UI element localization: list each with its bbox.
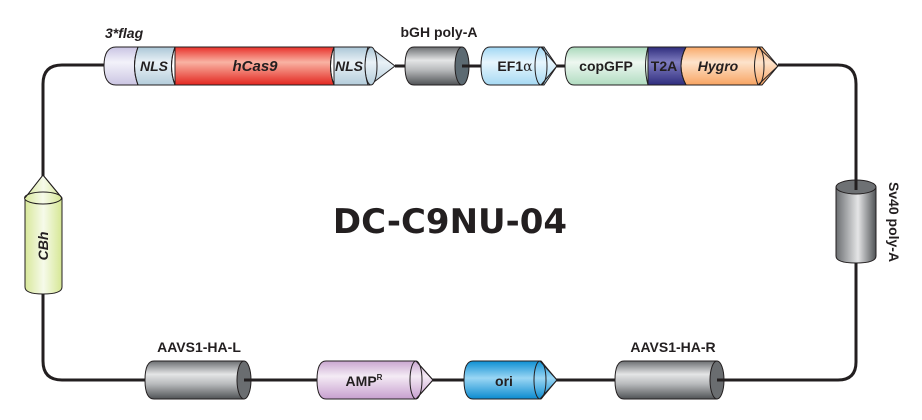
ori-body (463, 360, 558, 400)
plasmid-name: DC-C9NU-04 (333, 202, 567, 242)
aavs1-ha-l-element: AAVS1-HA-L (144, 339, 256, 400)
sv40-polya-element: Sv40 poly-A (835, 179, 902, 264)
cbh-element: CBh (24, 174, 63, 295)
hcas9-cassette: 3*flag NLS hCas9 NLS (103, 25, 396, 86)
hcas9-divider (330, 46, 335, 86)
ampr-body (316, 360, 434, 400)
ampr-arrow-tip (415, 360, 434, 400)
nls2-label: NLS (335, 58, 364, 74)
ori-arrow-tip (539, 360, 558, 400)
hygro-segment (679, 46, 759, 86)
plasmid-backbone (41, 63, 858, 382)
nls2-segment (333, 46, 369, 86)
aavs1-ha-r-label: AAVS1-HA-R (630, 339, 715, 355)
sv40-body (835, 186, 877, 264)
aavs1-ha-l-body (144, 360, 245, 400)
t2a-label: T2A (651, 58, 677, 74)
copgfp-segment (564, 46, 649, 86)
ef1a-label: EF1α (497, 58, 533, 75)
cbh-label: CBh (35, 232, 51, 261)
sv40-label: Sv40 poly-A (886, 182, 902, 262)
ampr-element: AMPR (316, 360, 434, 400)
hygro-arrow-tip (757, 46, 779, 86)
t2a-divider (680, 46, 687, 86)
flag-segment (103, 46, 139, 86)
ampr-arrow-rim (409, 360, 423, 400)
bgh-body (404, 46, 463, 86)
cbh-body (24, 174, 63, 295)
aavs1-ha-r-element: AAVS1-HA-R (614, 339, 730, 400)
hcas9-label: hCas9 (232, 58, 278, 75)
copgfp-divider (645, 46, 649, 86)
bgh-label: bGH poly-A (401, 24, 478, 40)
ef1a-element: EF1α (480, 46, 558, 86)
nls1-divider (171, 46, 176, 86)
flag-divider (134, 46, 139, 86)
ori-element: ori (463, 360, 558, 400)
copgfp-label: copGFP (579, 58, 633, 74)
bgh-polya-element: bGH poly-A (401, 24, 482, 86)
ori-label: ori (495, 373, 513, 389)
flag-label: 3*flag (105, 25, 144, 41)
ampr-label: AMPR (346, 373, 383, 389)
nls1-label: NLS (140, 58, 169, 74)
aavs1-ha-l-label: AAVS1-HA-L (157, 339, 241, 355)
hygro-label: Hygro (698, 58, 739, 74)
cbh-arrow-rim (24, 191, 62, 205)
ori-arrow-rim (533, 360, 547, 400)
reporter-cassette: copGFP T2A Hygro (564, 46, 779, 86)
cbh-arrow-tip (24, 174, 63, 199)
aavs1-ha-r-body (614, 360, 718, 400)
